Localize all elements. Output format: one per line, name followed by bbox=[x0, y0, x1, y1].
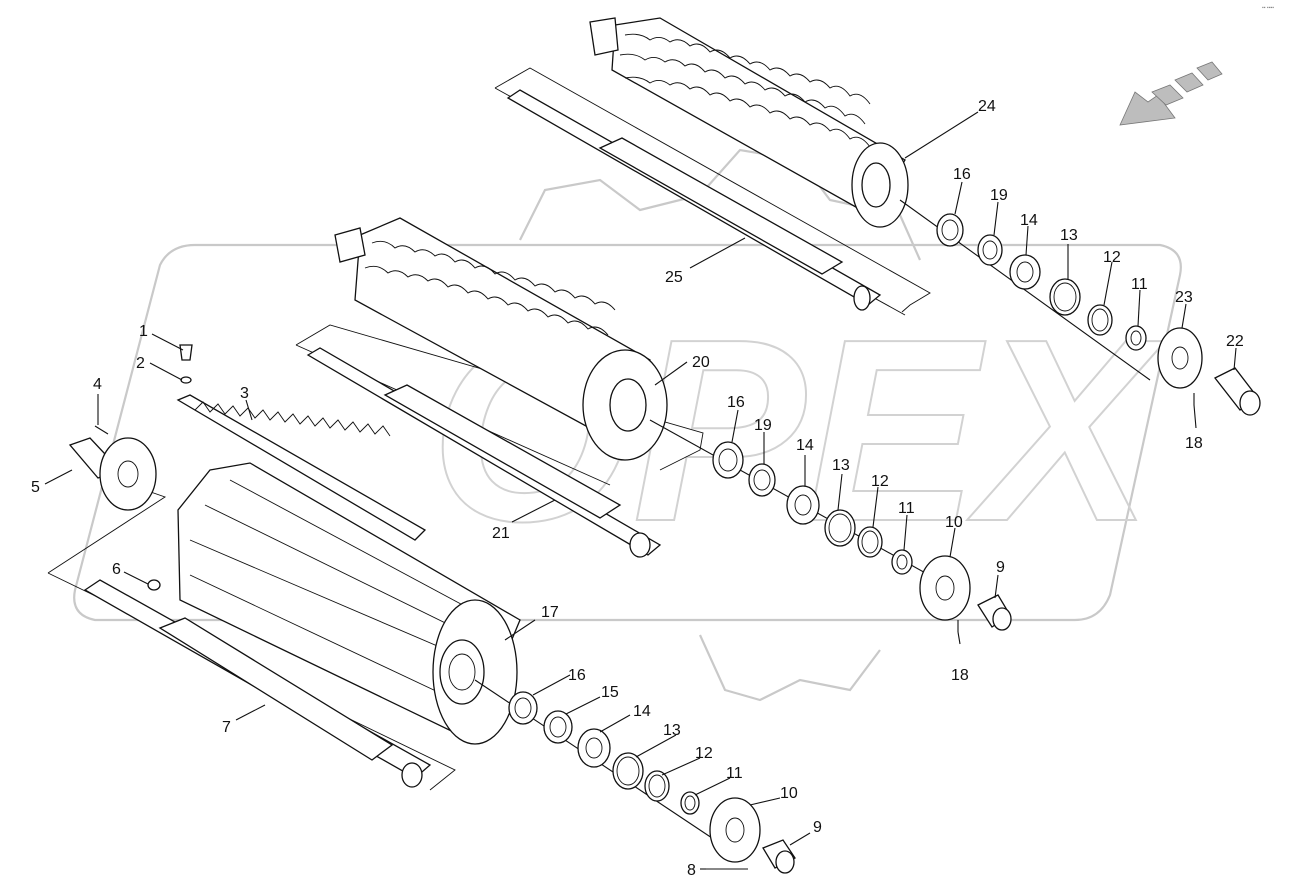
corner-mark: ▪▪ ▪▪▪▪ bbox=[1262, 5, 1274, 11]
callout-11-bottom: 11 bbox=[726, 765, 743, 782]
callout-19-mid: 19 bbox=[754, 417, 772, 434]
flange-10-bottom bbox=[709, 797, 761, 863]
callout-11-mid: 11 bbox=[898, 500, 915, 517]
middle-roller-assembly bbox=[295, 217, 1012, 632]
callout-18-mid: 18 bbox=[951, 667, 969, 684]
callout-22: 22 bbox=[1226, 333, 1244, 350]
callout-21: 21 bbox=[492, 525, 510, 542]
ring-19-top bbox=[977, 234, 1003, 266]
callout-3: 3 bbox=[240, 385, 249, 402]
callout-16-top: 16 bbox=[953, 166, 971, 183]
direction-arrow-icon bbox=[1119, 61, 1223, 126]
callout-10-bottom: 10 bbox=[780, 785, 798, 802]
callout-11-top: 11 bbox=[1131, 276, 1148, 293]
callout-15: 15 bbox=[601, 684, 619, 701]
callout-14-bottom: 14 bbox=[633, 703, 651, 720]
seal-11-mid bbox=[891, 549, 913, 575]
callout-9-bottom: 9 bbox=[813, 819, 822, 836]
callout-19-top: 19 bbox=[990, 187, 1008, 204]
callout-13-top: 13 bbox=[1060, 227, 1078, 244]
nut-6 bbox=[147, 579, 161, 591]
seal-16-mid bbox=[712, 441, 744, 479]
callout-24: 24 bbox=[978, 98, 996, 115]
shaft-7-sleeve bbox=[158, 617, 394, 761]
callout-18-top: 18 bbox=[1185, 435, 1203, 452]
ring-13-top bbox=[1049, 278, 1081, 316]
flange-hub-5 bbox=[99, 437, 157, 511]
seal-11-top bbox=[1125, 325, 1147, 351]
callout-13-mid: 13 bbox=[832, 457, 850, 474]
callout-8: 8 bbox=[687, 862, 696, 879]
callout-labels: 1 2 3 4 5 6 7 8 9 9 10 10 11 11 11 12 12… bbox=[31, 98, 1244, 879]
bearing-14-mid bbox=[786, 485, 820, 525]
callout-17: 17 bbox=[541, 604, 559, 621]
callout-25: 25 bbox=[665, 269, 683, 286]
callout-14-top: 14 bbox=[1020, 212, 1038, 229]
callout-14-mid: 14 bbox=[796, 437, 814, 454]
callout-1: 1 bbox=[139, 323, 148, 340]
ring-13-bottom bbox=[612, 752, 644, 790]
ring-19-mid bbox=[748, 463, 776, 497]
top-roller-assembly bbox=[494, 17, 1261, 416]
ring-15 bbox=[543, 710, 573, 744]
callout-4: 4 bbox=[93, 376, 102, 393]
callout-13-bottom: 13 bbox=[663, 722, 681, 739]
seal-16-top bbox=[936, 213, 964, 247]
callout-9-mid: 9 bbox=[996, 559, 1005, 576]
ring-13-mid bbox=[824, 509, 856, 547]
callout-2: 2 bbox=[136, 355, 145, 372]
callout-20: 20 bbox=[692, 354, 710, 371]
callout-leaders bbox=[44, 111, 1237, 870]
callout-12-mid: 12 bbox=[871, 473, 889, 490]
bottom-roller-assembly bbox=[47, 344, 796, 874]
seal-16-bottom bbox=[508, 691, 538, 725]
bearing-14-bottom bbox=[577, 728, 611, 768]
callout-6: 6 bbox=[112, 561, 121, 578]
shaft-25-sleeve bbox=[598, 137, 844, 275]
callout-12-top: 12 bbox=[1103, 249, 1121, 266]
shaft-21-sleeve bbox=[383, 384, 622, 519]
flange-10-mid bbox=[919, 555, 971, 621]
callout-16-bottom: 16 bbox=[568, 667, 586, 684]
callout-7: 7 bbox=[222, 719, 231, 736]
callout-10-mid: 10 bbox=[945, 514, 963, 531]
scraper-3 bbox=[176, 394, 427, 541]
seal-11-bottom bbox=[680, 791, 700, 815]
flange-23 bbox=[1157, 327, 1203, 389]
callout-5: 5 bbox=[31, 479, 40, 496]
callout-12-bottom: 12 bbox=[695, 745, 713, 762]
callout-16-mid: 16 bbox=[727, 394, 745, 411]
callout-23: 23 bbox=[1175, 289, 1193, 306]
bearing-14-top bbox=[1009, 254, 1041, 290]
